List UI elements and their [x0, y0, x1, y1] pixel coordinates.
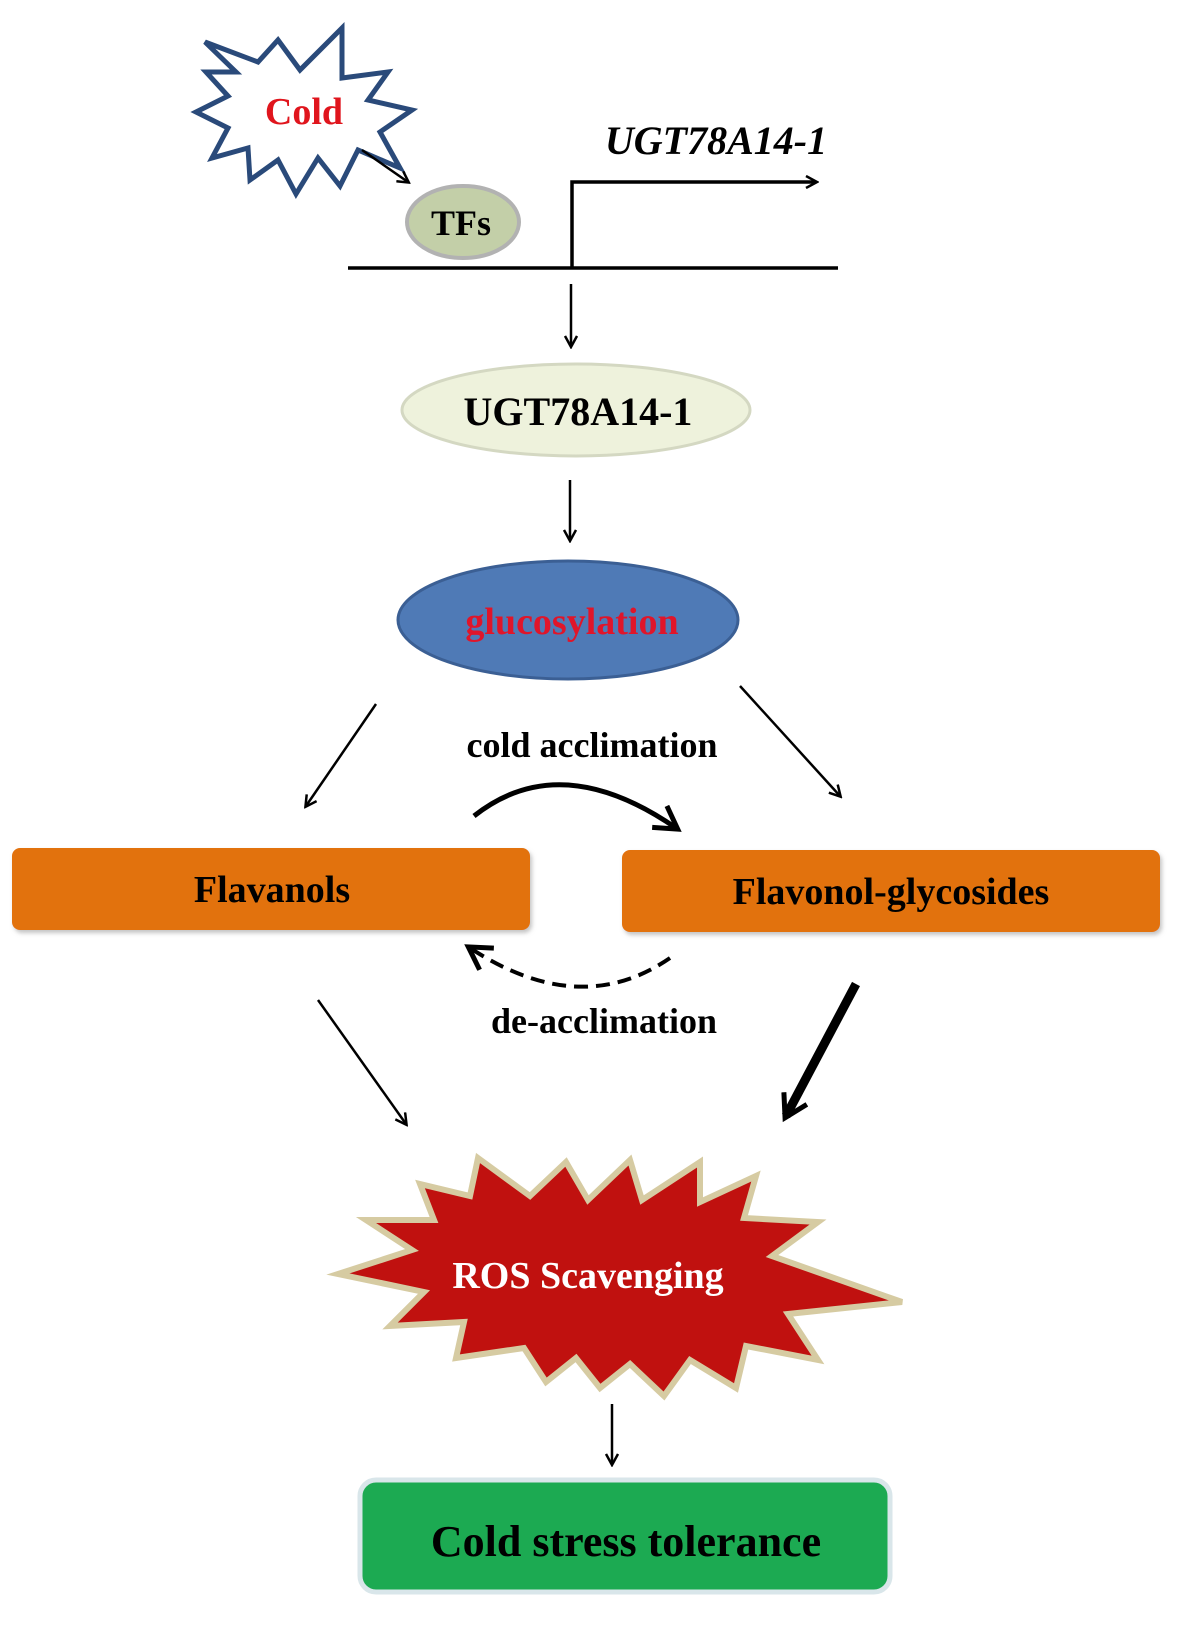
glucosylation-label: glucosylation — [465, 601, 678, 643]
ros-starburst — [326, 1152, 904, 1401]
flavanols-label: Flavanols — [194, 869, 350, 911]
flavonol-glycosides-label: Flavonol-glycosides — [733, 871, 1050, 913]
cold-label: Cold — [265, 91, 343, 133]
arrow-deacclimation — [470, 948, 672, 989]
arrow-glucosylation-to-flavanols — [306, 703, 378, 806]
tfs-label: TFs — [431, 203, 491, 243]
acclimation-label: cold acclimation — [467, 725, 718, 765]
flavonol-glycosides-node — [622, 850, 1160, 932]
arrow-acclimation — [472, 782, 676, 828]
tfs-node — [405, 184, 521, 260]
ros-label: ROS Scavenging — [452, 1255, 723, 1297]
arrow-flavonol-glycosides-to-ros — [786, 981, 860, 1116]
glucosylation-node — [396, 559, 740, 681]
protein-node — [400, 362, 752, 458]
protein-label: UGT78A14-1 — [464, 389, 693, 434]
promoter-arrow — [570, 182, 816, 268]
arrow-glucosylation-to-flavonol-glycosides — [739, 685, 840, 796]
tolerance-label: Cold stress tolerance — [431, 1517, 821, 1566]
arrow-cold-to-tfs — [361, 148, 408, 182]
cold-starburst — [190, 21, 419, 200]
arrow-flavanols-to-ros — [316, 999, 406, 1124]
gene-label: UGT78A14-1 — [605, 118, 827, 163]
tolerance-node — [357, 1477, 893, 1595]
flavanols-node — [12, 848, 530, 930]
deacclimation-label: de-acclimation — [491, 1001, 717, 1041]
